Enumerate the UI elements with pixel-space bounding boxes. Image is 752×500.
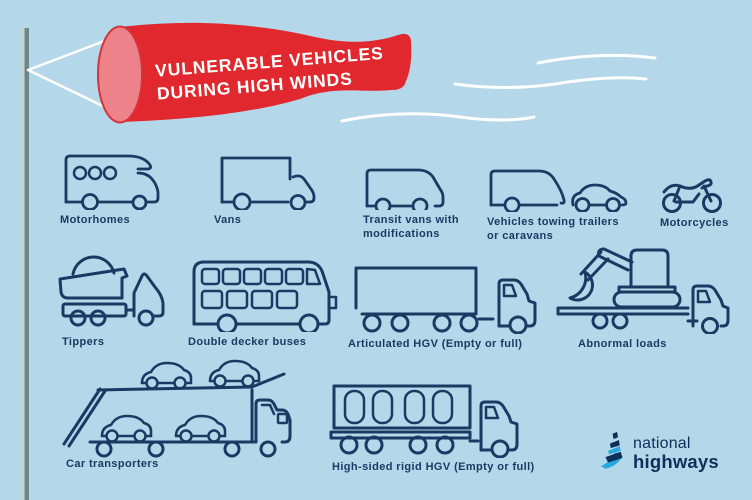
motorcycle-icon [662, 178, 722, 213]
vehicle-double-decker-buses: Double decker buses [188, 254, 346, 350]
national-highways-mark-icon [600, 431, 623, 469]
vehicle-label: Transit vans with modifications [363, 214, 460, 240]
windsock-ropes [26, 38, 109, 110]
low-loader-excavator-icon [556, 247, 730, 334]
vehicle-label: Vehicles towing trailers or caravans [487, 216, 619, 242]
windsock-opening [97, 25, 143, 124]
vehicle-motorhomes: Motorhomes [60, 146, 178, 228]
vehicle-car-transporters: Car transporters [56, 354, 292, 472]
motorhome-icon [64, 154, 160, 210]
logo-wordmark: national highways [633, 436, 719, 472]
vehicle-label: Motorcycles [660, 217, 729, 229]
vehicle-abnormal-loads: Abnormal loads [552, 242, 730, 352]
double-decker-bus-icon [192, 260, 338, 332]
vehicle-transit-vans: Transit vans with modifications [363, 164, 471, 242]
vehicle-label: Motorhomes [60, 214, 130, 226]
vehicle-label: Car transporters [66, 458, 159, 470]
vehicle-tippers: Tippers [54, 248, 176, 350]
vehicle-towing-caravan-icon [489, 169, 628, 212]
car-transporter-icon [62, 359, 292, 458]
vehicle-label: Tippers [62, 336, 105, 348]
high-sided-hgv-icon [329, 384, 519, 458]
vehicle-vans: Vans [214, 146, 328, 228]
vehicle-towing: Vehicles towing trailers or caravans [487, 164, 637, 244]
vehicle-label: High-sided rigid HGV (Empty or full) [332, 461, 535, 473]
transit-van-icon [365, 168, 445, 210]
vehicle-motorcycles: Motorcycles [660, 170, 729, 231]
box-van-icon [220, 156, 316, 210]
vehicle-label: Articulated HGV (Empty or full) [348, 338, 523, 350]
vehicle-high-sided-rigid-hgv: High-sided rigid HGV (Empty or full) [328, 382, 535, 475]
flagpole [22, 28, 29, 500]
articulated-hgv-icon [354, 266, 537, 334]
wind-lines [340, 53, 657, 123]
vehicle-label: Abnormal loads [578, 338, 667, 350]
logo-line1: national [633, 435, 691, 452]
windsock-body [120, 22, 412, 123]
national-highways-logo: national highways [600, 427, 719, 472]
vehicle-articulated-hgv: Articulated HGV (Empty or full) [348, 256, 546, 352]
logo-line2: highways [633, 451, 719, 472]
vehicle-label: Vans [214, 214, 242, 226]
tipper-truck-icon [58, 255, 165, 327]
windsock-banner: VULNERABLE VEHICLES DURING HIGH WINDS [26, 22, 657, 124]
vehicle-label: Double decker buses [188, 336, 307, 348]
